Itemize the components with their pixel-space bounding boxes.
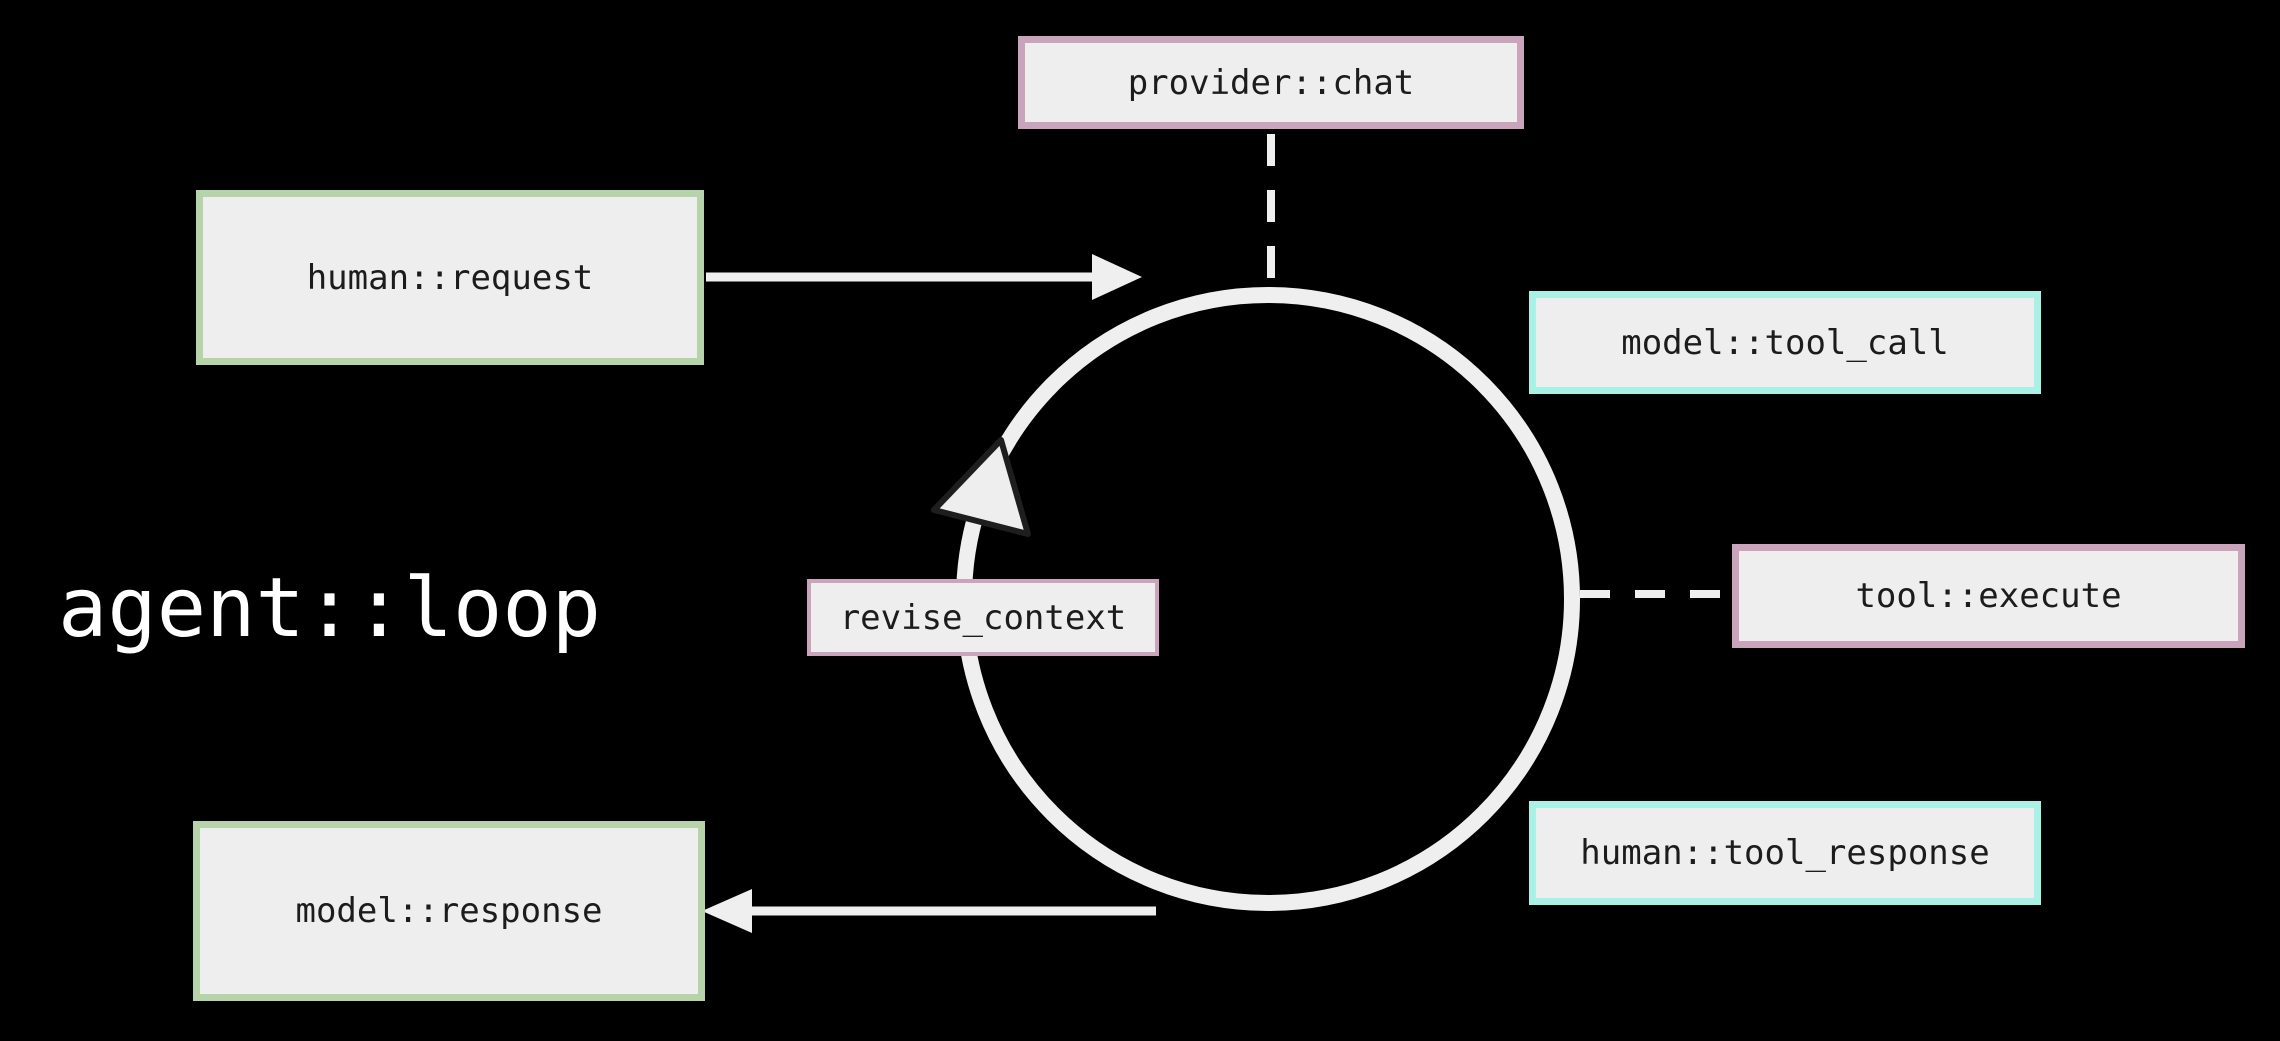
node-revise-context: revise_context — [807, 579, 1159, 656]
node-tool-execute-label: tool::execute — [1855, 576, 2122, 616]
node-model-response: model::response — [193, 821, 705, 1001]
node-human-tool-response: human::tool_response — [1529, 801, 2041, 905]
node-human-request: human::request — [196, 190, 704, 365]
loop-direction-arrowhead-icon — [931, 437, 1031, 537]
node-model-response-label: model::response — [295, 891, 603, 931]
node-model-tool-call: model::tool_call — [1529, 291, 2041, 394]
human-request-arrowhead-icon — [1092, 254, 1142, 300]
node-tool-execute: tool::execute — [1732, 544, 2245, 648]
node-human-tool-response-label: human::tool_response — [1580, 833, 1990, 873]
model-response-arrowhead-icon — [702, 889, 752, 933]
node-provider-chat: provider::chat — [1018, 36, 1524, 129]
diagram-title: agent::loop — [58, 561, 602, 656]
node-model-tool-call-label: model::tool_call — [1621, 322, 1949, 363]
node-revise-context-label: revise_context — [839, 597, 1127, 638]
node-human-request-label: human::request — [306, 257, 594, 298]
node-provider-chat-label: provider::chat — [1127, 62, 1415, 103]
